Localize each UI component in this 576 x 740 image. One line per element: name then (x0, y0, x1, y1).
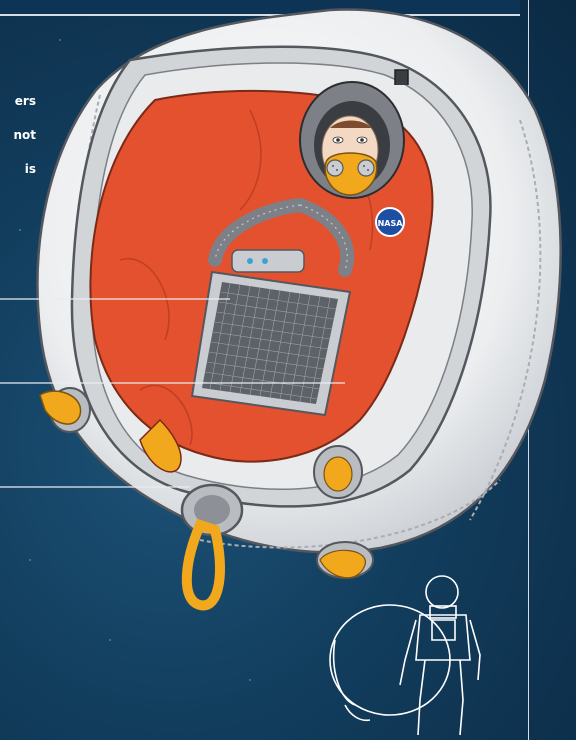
valve-bottom (182, 485, 242, 605)
valve-left (40, 388, 90, 432)
nasa-logo-patch: NASA (376, 208, 404, 236)
logo-lettering: NASA (378, 219, 404, 228)
valve-right-lower (317, 542, 373, 578)
valve-right-upper (314, 446, 362, 498)
astronaut-outline-figure (330, 576, 480, 735)
